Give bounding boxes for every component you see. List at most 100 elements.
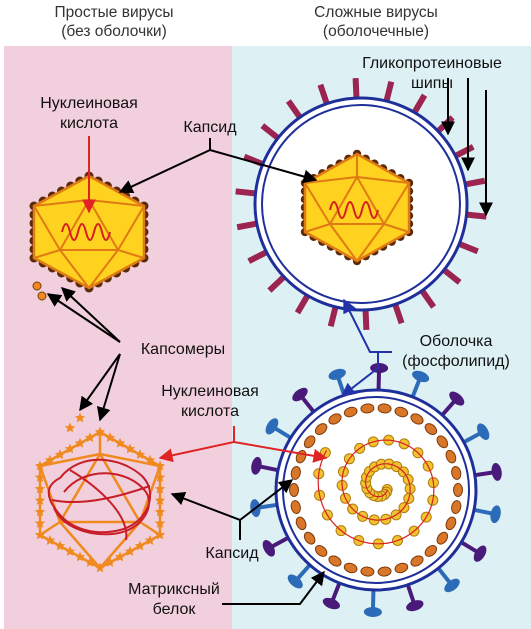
enveloped-icosahedral-virus (235, 77, 487, 331)
spike-head (473, 545, 487, 562)
matrix-protein-layer (289, 403, 463, 577)
capsid-facets (304, 154, 410, 262)
arrow-capsomeres-3 (79, 353, 121, 412)
glycoprotein-spike (418, 287, 437, 309)
matrix-protein-bead (343, 406, 358, 418)
matrix-protein-bead (394, 406, 409, 418)
capsomere-star (64, 422, 76, 433)
matrix-protein-bead (377, 403, 392, 414)
glycoprotein-spike (317, 83, 331, 107)
label-envelope-2: (фосфолипид) (402, 353, 510, 370)
matrix-protein-bead (295, 516, 307, 531)
arrow-capsomeres-1 (60, 287, 121, 343)
spike-head (363, 606, 382, 617)
matrix-protein-bead (360, 403, 375, 414)
glycoprotein-spike (285, 99, 304, 121)
simple-viruses-title: Простые вирусы (54, 4, 173, 21)
spike-head (251, 456, 262, 475)
spike-head (490, 505, 501, 524)
label-capsid-bottom: Капсид (205, 545, 259, 562)
complex-viruses-subtitle: (оболочечные) (323, 23, 429, 40)
matrix-protein-bead (410, 555, 424, 567)
envelope-inner-line (261, 104, 461, 304)
label-nucleic-acid-bottom: Нуклеиновая (161, 383, 259, 400)
matrix-protein-bead (410, 413, 424, 425)
arrow-nucleic-acid-bottom-right (233, 441, 328, 463)
loose-capsomere (37, 291, 47, 301)
simple-virus-panel (4, 46, 232, 629)
spike-head (322, 597, 340, 610)
glycoprotein-spike (456, 240, 479, 255)
matrix-protein-bead (290, 500, 301, 514)
naked-helical-virus (34, 412, 166, 573)
spike-head (328, 368, 346, 380)
complex-viruses-title: Сложные вирусы (314, 4, 438, 21)
matrix-protein-bead (424, 544, 438, 557)
matrix-protein-bead (436, 435, 449, 449)
label-envelope: Оболочка (420, 333, 493, 350)
glycoprotein-spike (247, 248, 270, 264)
matrix-protein-bead (343, 562, 358, 574)
loose-capsomere (32, 281, 42, 291)
glycoprotein-spike (462, 177, 486, 188)
arrow-matrix-protein (222, 570, 325, 605)
spike-head (491, 462, 502, 481)
matrix-protein-bead (360, 566, 375, 577)
matrix-protein-bead (453, 483, 463, 497)
matrix-protein-bead (303, 531, 316, 545)
label-matrix-protein: Матриксный (128, 581, 220, 598)
glycoprotein-spike (260, 123, 282, 142)
glycoprotein-spike (410, 93, 428, 116)
spike-head (412, 370, 430, 383)
matrix-protein-bead (290, 466, 301, 480)
arrow-envelope-down (340, 351, 392, 397)
helical-nucleocapsid (313, 434, 439, 550)
glycoprotein-spike (452, 144, 475, 160)
label-matrix-protein-2: белок (153, 601, 197, 618)
arrow-capsid-bottom-right (239, 479, 294, 521)
matrix-protein-bead (314, 423, 328, 436)
glycoprotein-spike (391, 301, 405, 325)
glycoprotein-spike (236, 220, 260, 231)
matrix-protein-bead (424, 423, 438, 436)
matrix-protein-bead (377, 566, 392, 577)
glycoprotein-spike (440, 266, 462, 285)
glycoprotein-spike (383, 80, 395, 104)
label-capsid-top: Капсид (183, 119, 237, 136)
spike-head (449, 391, 465, 406)
nucleic-acid-spiral (317, 439, 435, 545)
matrix-protein-bead (445, 449, 457, 464)
matrix-protein-bead (328, 555, 342, 567)
glycoprotein-spike (327, 304, 339, 328)
glycoprotein-spike (294, 292, 312, 315)
arrow-capsid-top-right (209, 149, 318, 184)
matrix-protein-bead (451, 500, 462, 514)
enveloped-helical-virus (250, 363, 502, 617)
label-nucleic-acid-top: Нуклеиновая (40, 95, 138, 112)
spike-head (406, 600, 424, 612)
glycoprotein-spike (352, 77, 360, 101)
matrix-protein-bead (303, 435, 316, 449)
spike-head (444, 578, 460, 593)
matrix-protein-bead (436, 531, 449, 545)
matrix-protein-bead (328, 413, 342, 425)
label-capsomeres: Капсомеры (141, 341, 225, 358)
spike-head (287, 574, 303, 589)
nucleic-acid-coil (61, 223, 111, 241)
spike-head (292, 387, 308, 402)
arrow-capsomeres-4 (96, 353, 121, 422)
spike-head (265, 418, 279, 435)
glycoprotein-spike (362, 307, 370, 331)
glycoprotein-spike (267, 273, 288, 293)
nucleic-acid-coil (329, 201, 379, 219)
viral-envelope (274, 388, 478, 592)
label-glycoprotein-spikes: Гликопротеиновые (362, 55, 502, 72)
capsomere-star (74, 412, 86, 423)
simple-viruses-subtitle: (без оболочки) (61, 23, 167, 40)
label-nucleic-acid-bottom-2: кислота (181, 403, 239, 420)
naked-icosahedral-virus (29, 171, 149, 293)
glycoprotein-spike (235, 188, 258, 197)
spike-head (477, 423, 490, 440)
matrix-protein-bead (451, 466, 462, 480)
